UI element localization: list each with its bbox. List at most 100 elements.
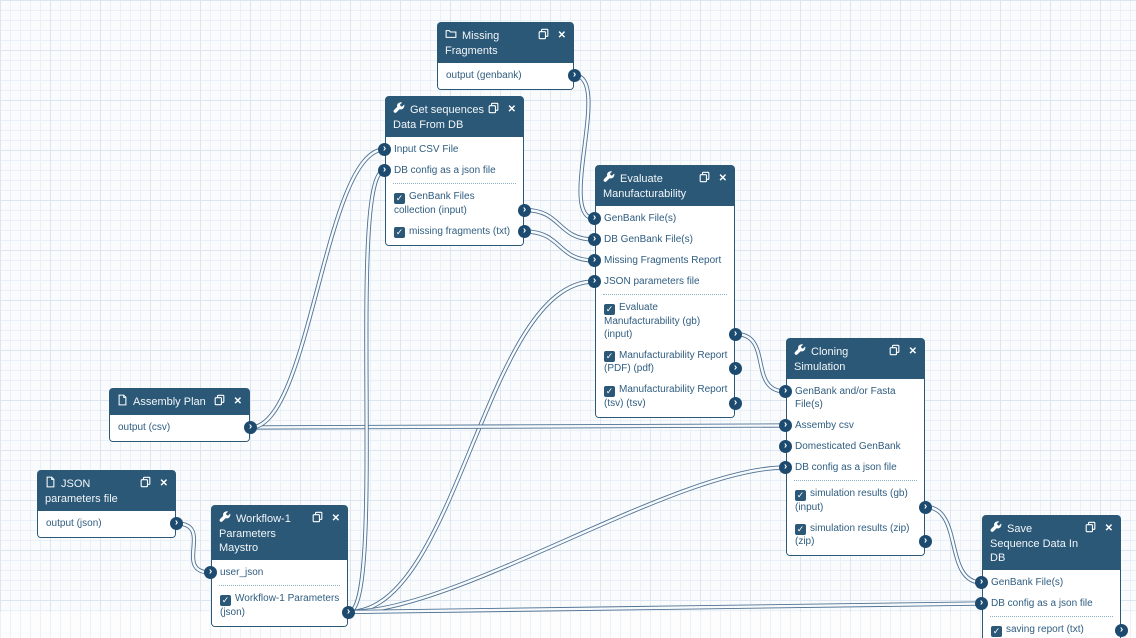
node-input-row: › Input CSV File <box>378 139 523 160</box>
input-connector[interactable]: › <box>975 597 988 610</box>
input-label: Missing Fragments Report <box>604 255 722 266</box>
close-node-icon[interactable]: ✕ <box>507 104 516 115</box>
input-label: JSON parameters file <box>604 276 700 287</box>
output-checkbox[interactable]: ✓ <box>795 489 806 501</box>
output-checkbox[interactable]: ✓ <box>394 227 405 238</box>
node-header[interactable]: Workflow-1 Parameters Maystro ✕ <box>212 506 347 560</box>
input-label: GenBank File(s) <box>604 213 677 224</box>
output-connector[interactable]: › <box>1115 623 1128 637</box>
input-connector[interactable]: › <box>588 233 601 246</box>
wrench-icon <box>990 521 1002 537</box>
input-label: user_json <box>220 567 264 578</box>
duplicate-node-icon[interactable] <box>488 102 499 118</box>
node-output-row: ✓GenBank Files collection (input) › <box>386 186 531 221</box>
node-title: Save Sequence Data In DB <box>990 523 1079 564</box>
io-divider <box>393 183 516 184</box>
input-connector[interactable]: › <box>975 576 988 589</box>
output-connector[interactable]: › <box>729 396 742 410</box>
node-input-row: › user_json <box>204 562 347 583</box>
node-header[interactable]: JSON parameters file ✕ <box>38 471 175 511</box>
duplicate-node-icon[interactable] <box>1085 521 1096 537</box>
close-node-icon[interactable]: ✕ <box>331 513 340 524</box>
input-connector[interactable]: › <box>378 164 391 177</box>
node-cloning-simulation[interactable]: Cloning Simulation ✕ › GenBank and/or Fa… <box>779 338 932 556</box>
output-connector[interactable]: › <box>729 327 742 341</box>
output-checkbox[interactable]: ✓ <box>220 594 231 606</box>
input-label: DB config as a json file <box>991 598 1093 609</box>
duplicate-node-icon[interactable] <box>538 28 549 44</box>
output-checkbox[interactable]: ✓ <box>604 303 615 315</box>
node-assembly-plan[interactable]: Assembly Plan ✕ output (csv) › <box>109 388 257 442</box>
duplicate-node-icon[interactable] <box>889 344 900 360</box>
node-header[interactable]: Evaluate Manufacturability ✕ <box>596 166 734 206</box>
input-label: DB config as a json file <box>394 165 496 176</box>
duplicate-node-icon[interactable] <box>140 476 151 492</box>
node-get-sequences-data-from-db[interactable]: Get sequences Data From DB ✕ › Input CSV… <box>378 96 531 246</box>
output-label: output (genbank) <box>446 70 522 81</box>
input-connector[interactable]: › <box>779 461 792 474</box>
input-connector[interactable]: › <box>779 419 792 432</box>
output-checkbox[interactable]: ✓ <box>604 385 615 397</box>
output-connector[interactable]: › <box>729 362 742 375</box>
node-evaluate-manufacturability[interactable]: Evaluate Manufacturability ✕ › GenBank F… <box>588 165 742 418</box>
input-connector[interactable]: › <box>588 275 601 288</box>
close-node-icon[interactable]: ✕ <box>1104 523 1113 534</box>
close-node-icon[interactable]: ✕ <box>159 478 168 489</box>
node-header[interactable]: Assembly Plan ✕ <box>110 389 249 415</box>
output-connector[interactable]: › <box>919 535 932 548</box>
output-label: simulation results (zip) (zip) <box>795 522 910 548</box>
io-divider <box>603 294 727 295</box>
node-header[interactable]: Cloning Simulation ✕ <box>787 339 924 379</box>
node-input-row: › JSON parameters file <box>588 271 734 292</box>
input-connector[interactable]: › <box>779 440 792 453</box>
node-header[interactable]: Save Sequence Data In DB ✕ <box>983 516 1120 570</box>
input-connector[interactable]: › <box>779 385 792 398</box>
input-label: Domesticated GenBank <box>795 441 901 452</box>
node-workflow-1-parameters-maystro[interactable]: Workflow-1 Parameters Maystro ✕ › user_j… <box>204 505 355 627</box>
output-label: saving report (txt) <box>1006 624 1084 635</box>
input-label: DB GenBank File(s) <box>604 234 693 245</box>
output-label: output (json) <box>46 518 102 529</box>
node-output-row: ✓missing fragments (txt) › <box>386 221 531 243</box>
output-connector[interactable]: › <box>518 203 531 217</box>
node-missing-fragments[interactable]: Missing Fragments ✕ output (genbank) › <box>437 22 581 90</box>
node-output-row: ✓simulation results (gb) (input) › <box>787 483 932 518</box>
node-output-row: output (json) › <box>38 513 183 534</box>
output-connector[interactable]: › <box>244 421 257 434</box>
input-label: GenBank and/or Fasta File(s) <box>795 386 896 410</box>
output-checkbox[interactable]: ✓ <box>795 524 806 535</box>
close-node-icon[interactable]: ✕ <box>718 173 727 184</box>
output-connector[interactable]: › <box>170 517 183 530</box>
file-icon <box>117 394 128 410</box>
input-connector[interactable]: › <box>588 254 601 267</box>
close-node-icon[interactable]: ✕ <box>557 30 566 41</box>
duplicate-node-icon[interactable] <box>699 171 710 187</box>
output-connector[interactable]: › <box>568 69 581 82</box>
duplicate-node-icon[interactable] <box>214 394 225 410</box>
node-output-row: output (csv) › <box>110 417 257 438</box>
close-node-icon[interactable]: ✕ <box>908 346 917 357</box>
output-connector[interactable]: › <box>518 225 531 238</box>
wrench-icon <box>794 344 806 360</box>
folder-icon <box>445 28 457 44</box>
output-connector[interactable]: › <box>342 605 355 619</box>
node-header[interactable]: Get sequences Data From DB ✕ <box>386 97 523 137</box>
output-checkbox[interactable]: ✓ <box>394 192 405 204</box>
output-label: Manufacturability Report (tsv) (tsv) <box>604 384 728 409</box>
canvas-bottom-strip <box>0 612 1136 638</box>
node-output-row: ✓ saving report (txt) › <box>983 619 1128 638</box>
output-label: simulation results (gb) (input) <box>795 488 908 513</box>
output-checkbox[interactable]: ✓ <box>604 351 615 362</box>
input-connector[interactable]: › <box>588 212 601 225</box>
file-icon <box>45 476 56 492</box>
close-node-icon[interactable]: ✕ <box>233 396 242 407</box>
input-connector[interactable]: › <box>204 566 217 579</box>
node-save-sequence-data-in-db[interactable]: Save Sequence Data In DB ✕ › GenBank Fil… <box>975 515 1128 638</box>
node-header[interactable]: Missing Fragments ✕ <box>438 23 573 63</box>
output-checkbox[interactable]: ✓ <box>991 625 1002 637</box>
duplicate-node-icon[interactable] <box>312 511 323 527</box>
node-json-parameters-file[interactable]: JSON parameters file ✕ output (json) › <box>37 470 183 538</box>
input-connector[interactable]: › <box>378 143 391 156</box>
output-connector[interactable]: › <box>919 500 932 514</box>
